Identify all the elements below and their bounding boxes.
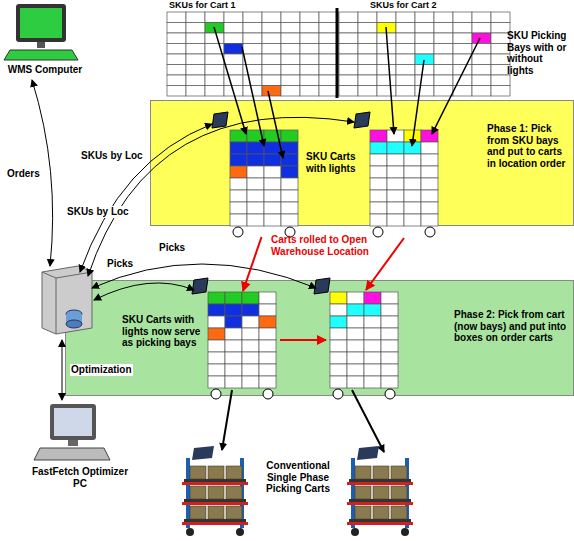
edge-label: Carts rolled to Open Warehouse Location (270, 234, 378, 257)
cart-wheels (211, 227, 435, 399)
node-text: Phase 1: Pick from SKU bays and put to c… (487, 123, 571, 169)
edge-label: SKUs by Loc (66, 206, 130, 218)
computer-label: FastFetch Optimizer PC (28, 466, 132, 494)
edge-label: Picks (106, 258, 134, 270)
bay-grids (167, 8, 510, 388)
roll-arrow (243, 237, 262, 291)
phase-band: Phase 1: Pick from SKU bays and put to c… (150, 100, 574, 226)
put-arrows (222, 390, 384, 452)
phase-band: Phase 2: Pick from cart (now bays) and p… (65, 280, 574, 396)
edge-label: SKUs by Loc (80, 150, 144, 162)
edge-label: Optimization (70, 364, 133, 376)
node-text: SKU Carts with lights now serve as picki… (122, 314, 204, 349)
node-text: SKUs for Cart 1 (169, 0, 279, 10)
node-text: Phase 2: Pick from cart (now bays) and p… (454, 309, 570, 344)
edge-label: Orders (6, 168, 41, 180)
picking-cart-icons (182, 446, 413, 536)
server-icon (42, 266, 92, 334)
node-text: WMS Computer (2, 64, 88, 76)
computer-label: WMS Computer (2, 63, 88, 77)
sku-cart: SKU Carts with lights now serve as picki… (208, 292, 278, 392)
computer-icon (4, 4, 78, 60)
pick-arrows (214, 27, 480, 158)
sku-cart: SKU Carts with lights (230, 129, 300, 233)
pc-icon (34, 404, 110, 460)
roll-arrow (280, 339, 326, 341)
node-text: FastFetch Optimizer PC (28, 466, 132, 489)
node-text: Conventional Single Phase Picking Carts (253, 460, 343, 495)
edge-label: Picks (158, 242, 186, 254)
roll-arrow (366, 238, 404, 290)
node-text: SKU Carts with lights (306, 151, 368, 174)
node-text: SKU Picking Bays with or without lights (507, 30, 571, 76)
tablet-icons (192, 112, 370, 294)
picking-bays: SKUs for Cart 1 SKUs for Cart 2 SKU Pickin… (165, 0, 574, 96)
picking-carts: Conventional Single Phase Picking Carts (253, 460, 343, 514)
node-text: SKUs for Cart 2 (370, 0, 480, 10)
